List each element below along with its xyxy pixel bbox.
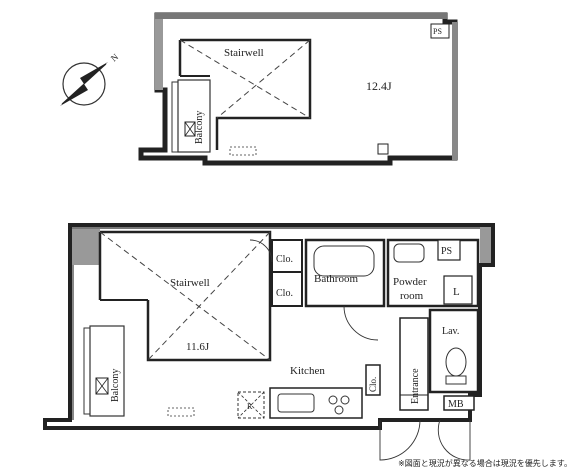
lower-stove-burner-3 xyxy=(334,405,344,415)
lower-laundry-box xyxy=(443,275,473,305)
lower-balcony-rail xyxy=(83,327,91,415)
upper-stairwell-label: Stairwell xyxy=(224,47,264,59)
compass-needle-north xyxy=(80,62,108,84)
lower-closet-2 xyxy=(271,271,303,307)
upper-wall-shade-left xyxy=(155,14,163,90)
lower-powder-room xyxy=(386,238,480,308)
lower-fridge-x2 xyxy=(237,391,265,419)
lower-balcony-unit xyxy=(95,377,109,395)
upper-balcony-unit xyxy=(184,121,196,137)
lower-closet-3 xyxy=(365,364,381,396)
lower-fridge-label: R xyxy=(247,402,253,411)
lower-bathtub xyxy=(313,245,375,277)
upper-wall-shade-top xyxy=(155,13,447,19)
lower-ps-box xyxy=(437,239,461,261)
upper-stairwell-diagonal-2 xyxy=(216,39,311,119)
lower-entrance xyxy=(399,317,429,411)
lower-kitchen-sink xyxy=(277,393,315,413)
upper-room-size: 12.4J xyxy=(366,79,392,93)
upper-outer-wall xyxy=(138,12,458,166)
lower-closet-1-label: Clo. xyxy=(276,254,293,265)
upper-balcony-rail xyxy=(171,81,179,153)
lower-powder-room-label-2: room xyxy=(400,290,424,302)
lower-fridge xyxy=(237,391,265,419)
upper-floor: Stairwell 12.4J PS Balcony xyxy=(138,12,458,166)
lower-door-swing-2 xyxy=(437,419,471,461)
upper-ps-box xyxy=(430,23,450,39)
lower-bathroom xyxy=(304,238,386,308)
compass-axis xyxy=(61,63,107,105)
lower-powder-room-label-1: Powder xyxy=(393,276,427,288)
compass-north-label: N xyxy=(109,51,121,63)
lower-wall-shade-top-left xyxy=(68,225,100,265)
lower-bathroom-label: Bathroom xyxy=(314,273,358,285)
lower-mb-box xyxy=(443,395,475,411)
lower-ac-unit xyxy=(167,407,195,417)
lower-kitchen-label: Kitchen xyxy=(290,365,325,377)
lower-stairwell-label: Stairwell xyxy=(170,277,210,289)
lower-balcony-unit-x2 xyxy=(95,377,109,395)
compass-needle-south xyxy=(60,84,88,106)
compass: N xyxy=(60,51,121,106)
lower-sink-basin xyxy=(393,243,425,263)
upper-balcony-label: Balcony xyxy=(194,111,205,144)
lower-stove-burner-2 xyxy=(340,395,350,405)
upper-ps-label: PS xyxy=(433,27,442,36)
lower-stairwell-diagonal-1 xyxy=(99,231,271,361)
lower-floor: Stairwell 11.6J Clo. Clo. Bathroom Powde… xyxy=(43,223,495,461)
upper-balcony-unit-x2 xyxy=(184,121,196,137)
lower-lavatory-label: Lav. xyxy=(442,326,459,337)
lower-stove-burner-1 xyxy=(328,395,338,405)
lower-closet-2-label: Clo. xyxy=(276,288,293,299)
lower-door-swing-4 xyxy=(249,239,273,263)
upper-wall-shade-right xyxy=(452,22,458,160)
upper-ac-unit xyxy=(229,146,257,156)
lower-laundry-label: L xyxy=(453,286,460,298)
lower-ps-label: PS xyxy=(441,246,452,257)
lower-closet-3-label: Clo. xyxy=(368,377,378,392)
lower-balcony-label: Balcony xyxy=(110,369,121,402)
lower-fridge-x1 xyxy=(237,391,265,419)
lower-mb-label: MB xyxy=(448,399,464,410)
lower-toilet xyxy=(445,347,467,377)
lower-wall-shade-right xyxy=(480,225,494,265)
compass-ring xyxy=(62,62,106,106)
lower-lavatory xyxy=(428,308,480,394)
lower-door-swing-3 xyxy=(343,305,379,341)
footnote: ※図面と現況が異なる場合は現況を優先します。 xyxy=(398,459,572,468)
lower-toilet-tank xyxy=(445,375,467,385)
lower-entrance-label: Entrance xyxy=(410,368,421,404)
lower-kitchen-counter xyxy=(269,387,363,419)
lower-room-size: 11.6J xyxy=(186,341,210,353)
upper-small-box xyxy=(377,143,389,155)
lower-door-swing-1 xyxy=(379,419,421,461)
upper-stairwell-diagonal-1 xyxy=(179,39,311,119)
